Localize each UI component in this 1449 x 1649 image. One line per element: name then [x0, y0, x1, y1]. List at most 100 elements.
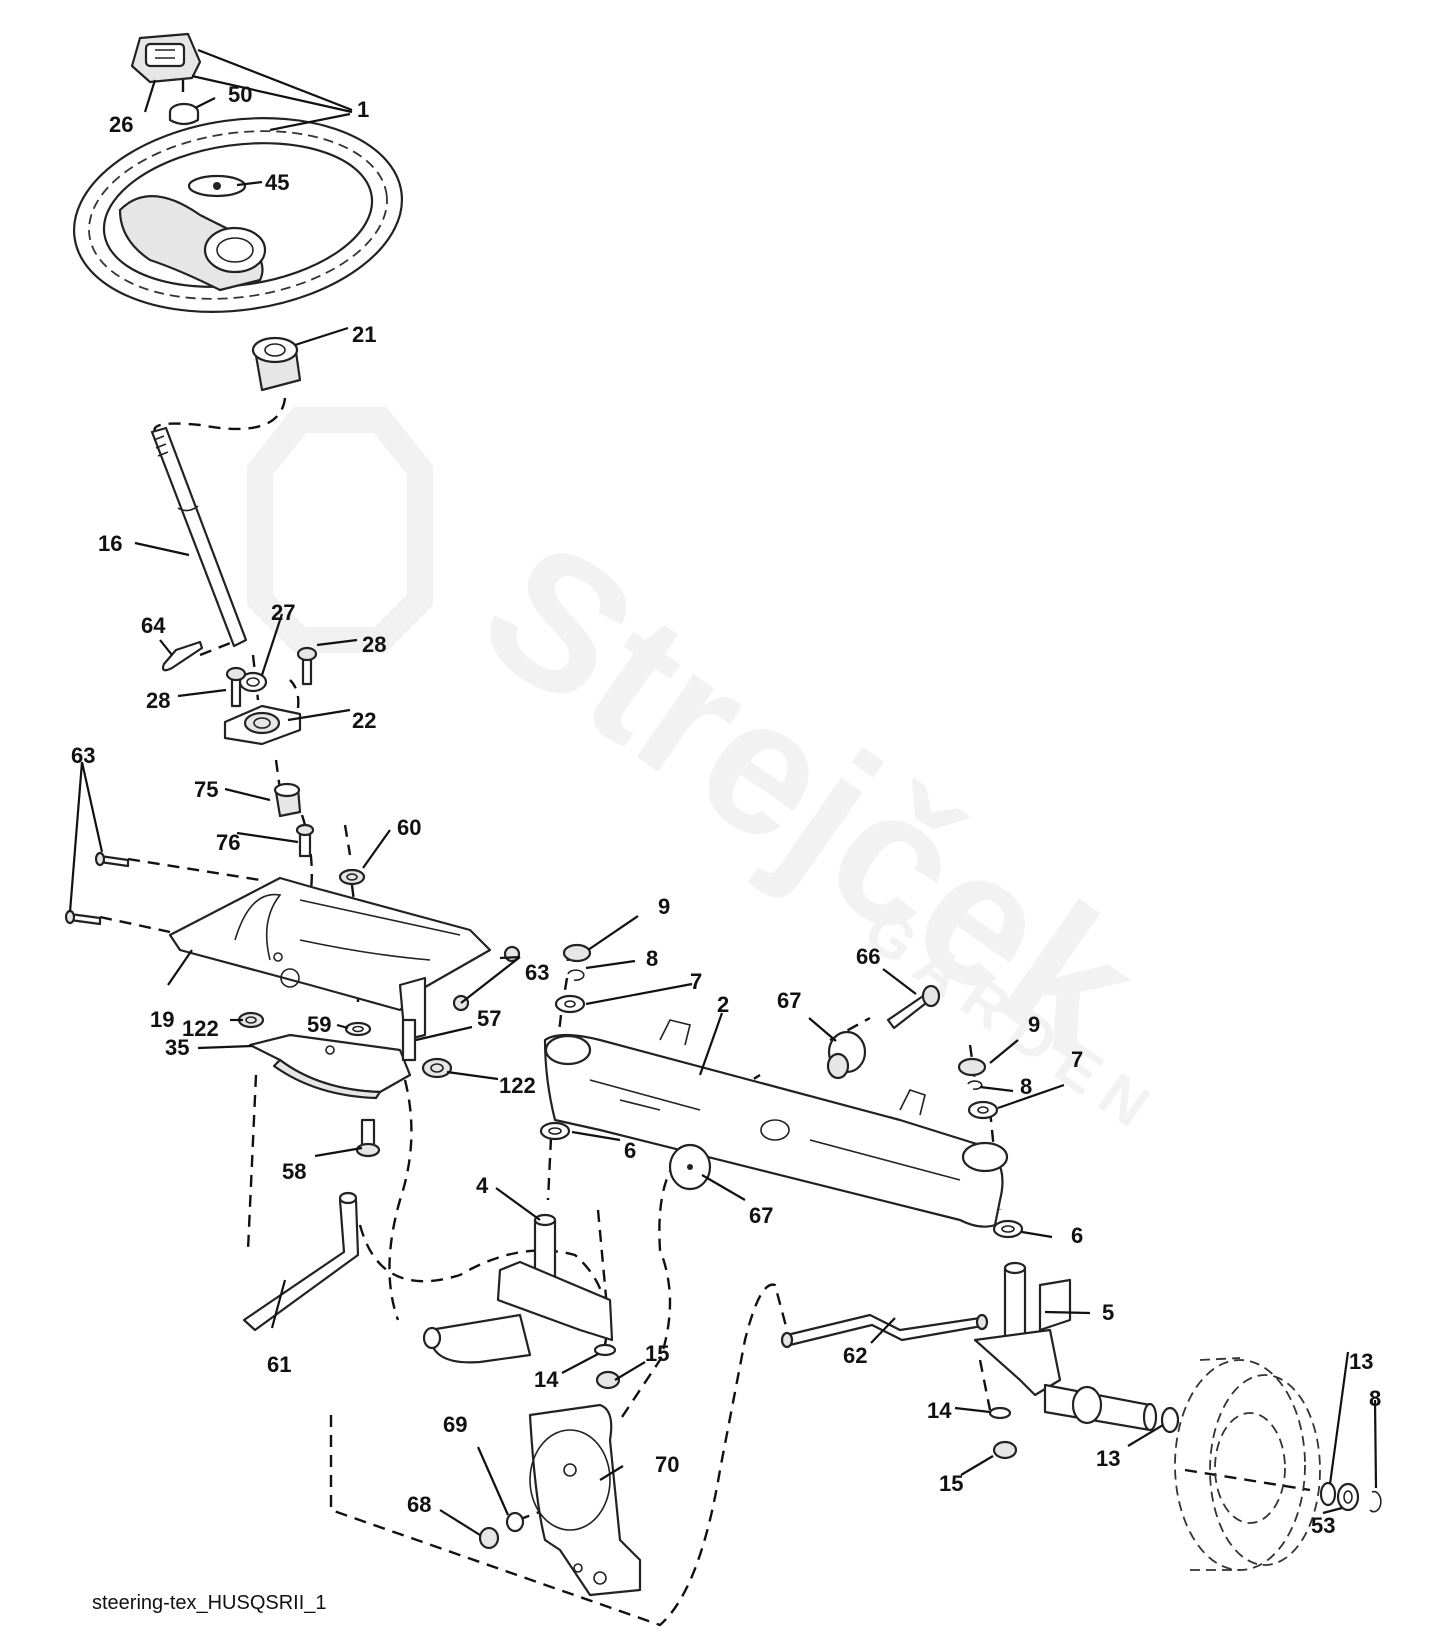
dust-cap-left	[562, 943, 592, 963]
pivot-bolt	[886, 984, 941, 1030]
shoulder-bolt	[295, 823, 315, 858]
callout-68: 68	[407, 1492, 431, 1517]
callout-67-lower: 67	[749, 1203, 773, 1228]
tie-rod	[780, 1313, 989, 1349]
callout-26: 26	[109, 112, 133, 137]
callout-22: 22	[352, 708, 376, 733]
callout-13-outer: 13	[1349, 1349, 1373, 1374]
sector-bolt	[355, 1118, 381, 1158]
washer-7-left	[554, 994, 586, 1014]
callout-50: 50	[228, 82, 252, 107]
drag-link	[242, 1191, 360, 1332]
callout-labels: 1 26 50 45 21 16 64 27 28 28 22 63 75 76…	[71, 82, 1381, 1538]
callout-67-upper: 67	[777, 988, 801, 1013]
pinion-gear	[273, 782, 302, 818]
callout-75: 75	[194, 777, 218, 802]
callout-53: 53	[1311, 1513, 1335, 1538]
cotter-pin	[161, 640, 204, 672]
callout-1: 1	[357, 97, 369, 122]
horn-cap	[130, 32, 202, 84]
callout-122-upper: 122	[182, 1016, 219, 1041]
left-spindle	[422, 1213, 614, 1364]
callout-2: 2	[717, 992, 729, 1017]
bolt-28-left	[225, 666, 247, 708]
callout-9-right: 9	[1028, 1012, 1040, 1037]
washer-13-outer	[1319, 1481, 1337, 1507]
callout-28-right: 28	[362, 632, 386, 657]
washer-14-right	[988, 1406, 1012, 1420]
callout-64: 64	[141, 613, 166, 638]
washer-7-right	[967, 1100, 999, 1120]
steering-support-plate	[168, 876, 492, 1042]
washer-13-inner	[1160, 1406, 1180, 1434]
callout-70: 70	[655, 1452, 679, 1477]
front-axle	[543, 1019, 1009, 1228]
callout-19: 19	[150, 1007, 174, 1032]
axle-guard-plate	[528, 1403, 642, 1597]
callout-45: 45	[265, 170, 289, 195]
e-ring-left	[567, 969, 585, 981]
right-spindle	[973, 1261, 1158, 1432]
callout-61: 61	[267, 1352, 291, 1377]
callout-60: 60	[397, 815, 421, 840]
diagram-caption: steering-tex_HUSQSRII_1	[92, 1592, 327, 1614]
leader-lines	[68, 48, 1378, 1536]
nut-15-left	[595, 1370, 621, 1390]
bracket-57	[401, 1018, 417, 1062]
callout-21: 21	[352, 322, 376, 347]
callout-63-right: 63	[525, 960, 549, 985]
callout-14-right: 14	[927, 1398, 952, 1423]
callout-15-right: 15	[939, 1471, 963, 1496]
callout-5: 5	[1102, 1300, 1114, 1325]
pivot-bushing-lower	[668, 1143, 712, 1191]
callout-57: 57	[477, 1006, 501, 1031]
washer-6-right	[992, 1219, 1024, 1239]
callout-8-left: 8	[646, 946, 658, 971]
pivot-bushing-upper	[826, 1030, 867, 1080]
washer-27	[238, 671, 268, 693]
steering-adapter	[251, 336, 302, 392]
callout-62: 62	[843, 1343, 867, 1368]
nut-122-lower	[421, 1057, 453, 1079]
washer-69	[505, 1511, 525, 1533]
callout-16: 16	[98, 531, 122, 556]
screw-63-upper	[94, 851, 130, 868]
callout-122-lower: 122	[499, 1073, 536, 1098]
washer-59	[344, 1021, 372, 1037]
washer-6-left	[539, 1121, 571, 1141]
bolt-28-right	[296, 646, 318, 686]
nut-15-right	[992, 1440, 1018, 1460]
callout-8-right: 8	[1020, 1074, 1032, 1099]
callout-69: 69	[443, 1412, 467, 1437]
callout-14-left: 14	[534, 1367, 559, 1392]
callout-63-left: 63	[71, 743, 95, 768]
watermark-logo-icon	[247, 407, 433, 653]
e-ring-8-wheel	[1369, 1490, 1382, 1513]
callout-66: 66	[856, 944, 880, 969]
callout-8-wheel: 8	[1369, 1386, 1381, 1411]
sector-gear	[248, 1033, 412, 1100]
callout-6-left: 6	[624, 1138, 636, 1163]
callout-58: 58	[282, 1159, 306, 1184]
callout-28-left: 28	[146, 688, 170, 713]
callout-59: 59	[307, 1012, 331, 1037]
bearing-flange	[223, 704, 302, 746]
washer-53	[1336, 1482, 1360, 1512]
callout-76: 76	[216, 830, 240, 855]
bolt-68	[478, 1526, 500, 1550]
callout-35: 35	[165, 1035, 189, 1060]
washer-14-left	[593, 1343, 617, 1357]
hub-nut	[168, 102, 200, 126]
steering-shaft	[150, 426, 248, 648]
callout-7-left: 7	[690, 969, 702, 994]
callout-6-right: 6	[1071, 1223, 1083, 1248]
steering-wheel	[72, 117, 404, 313]
callout-15-left: 15	[645, 1341, 669, 1366]
flange-nut-60	[338, 868, 366, 886]
screw-63-lower	[64, 909, 102, 926]
e-ring-right	[967, 1080, 983, 1090]
dust-cap-right	[957, 1057, 987, 1077]
callout-13-inner: 13	[1096, 1446, 1120, 1471]
callout-27: 27	[271, 600, 295, 625]
